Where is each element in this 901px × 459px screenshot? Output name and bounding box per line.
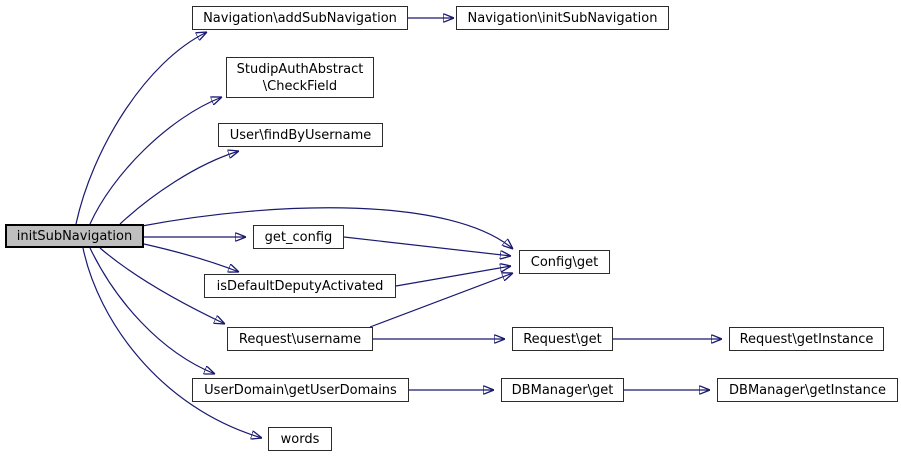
node-label: get_config <box>264 229 333 245</box>
node-label: Navigation\initSubNavigation <box>467 10 658 26</box>
node-label-line2: \CheckField <box>262 78 338 94</box>
node-request-getInstance[interactable]: Request\getInstance <box>729 327 884 351</box>
node-label: DBManager\get <box>511 382 614 398</box>
node-dbmanager-get[interactable]: DBManager\get <box>501 378 624 402</box>
node-navigation-initSubNavigation[interactable]: Navigation\initSubNavigation <box>456 6 669 30</box>
node-initSubNavigation: initSubNavigation <box>5 224 144 248</box>
node-label: words <box>280 431 320 447</box>
node-config-get[interactable]: Config\get <box>519 250 610 274</box>
edge-initSubNavigation-to-isDefaultDeputyActivated <box>143 243 239 272</box>
node-label: Config\get <box>530 254 599 270</box>
edge-initSubNavigation-to-getUserDomains <box>89 247 215 374</box>
node-label: isDefaultDeputyActivated <box>216 278 384 294</box>
edge-initSubNavigation-to-findByUsername <box>119 151 239 225</box>
node-label: Navigation\addSubNavigation <box>203 10 397 26</box>
node-label: DBManager\getInstance <box>729 382 886 398</box>
edge-initSubNavigation-to-CheckField <box>89 97 222 225</box>
edge-isDefaultDeputyActivated-to-ConfigGet <box>395 266 511 287</box>
node-dbmanager-getInstance[interactable]: DBManager\getInstance <box>717 378 898 402</box>
node-request-username[interactable]: Request\username <box>227 327 373 351</box>
node-words[interactable]: words <box>268 427 332 451</box>
node-label: initSubNavigation <box>16 228 133 244</box>
node-label-line1: StudipAuthAbstract <box>236 61 364 77</box>
node-userDomain-getUserDomains[interactable]: UserDomain\getUserDomains <box>192 378 409 402</box>
node-label: UserDomain\getUserDomains <box>204 382 397 398</box>
edge-initSubNavigation-to-ConfigGet <box>141 207 513 249</box>
edge-initSubNavigation-to-addSubNavigation <box>75 32 207 225</box>
node-get-config[interactable]: get_config <box>253 225 344 249</box>
node-user-findByUsername[interactable]: User\findByUsername <box>218 123 383 147</box>
node-request-get[interactable]: Request\get <box>512 327 613 351</box>
node-label: Request\username <box>238 331 362 347</box>
node-label: Request\getInstance <box>739 331 874 347</box>
edge-initSubNavigation-to-RequestUsername <box>99 247 225 324</box>
node-navigation-addSubNavigation[interactable]: Navigation\addSubNavigation <box>192 6 408 30</box>
node-label: Request\get <box>523 331 602 347</box>
edge-getConfig-to-ConfigGet <box>343 236 511 256</box>
node-label: User\findByUsername <box>229 127 372 143</box>
edge-RequestUsername-to-ConfigGet <box>369 273 513 328</box>
node-isDefaultDeputyActivated[interactable]: isDefaultDeputyActivated <box>204 274 396 298</box>
node-studipAuthAbstract-checkField[interactable]: StudipAuthAbstract \CheckField <box>226 57 374 98</box>
edge-initSubNavigation-to-words <box>82 247 262 438</box>
